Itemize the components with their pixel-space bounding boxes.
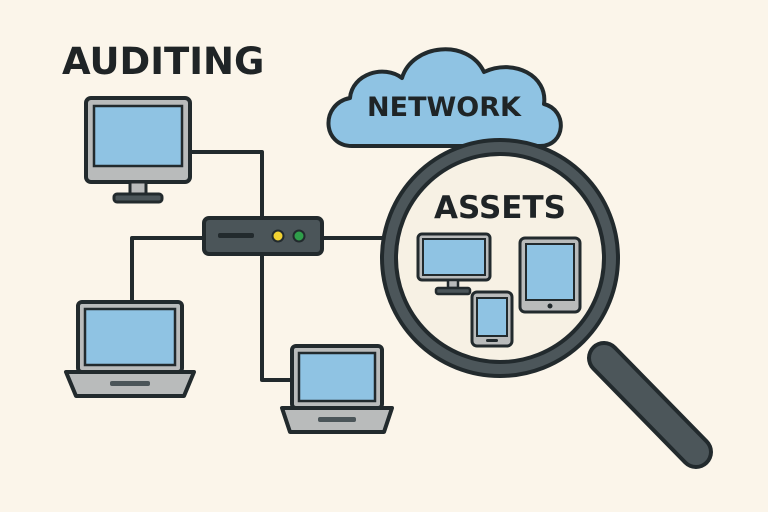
network-switch-icon [202,216,324,256]
tablet-icon [518,236,582,314]
title-text: AUDITING [62,40,264,83]
cloud-label: NETWORK [367,92,522,123]
network-cables [130,150,388,382]
phone-icon [470,290,514,348]
laptop-icon [64,300,196,398]
magnifying-glass-icon: ASSETS [380,138,713,469]
cloud-icon: NETWORK [326,47,563,148]
lens-label: ASSETS [434,190,566,226]
desktop-monitor-icon [84,96,192,204]
status-led-yellow [271,229,285,243]
cable-switch-to-laptop-left [130,236,206,304]
laptop-icon [280,344,394,434]
status-led-green [292,229,306,243]
cable-switch-to-laptop-bottom [260,252,294,382]
cable-desktop-to-switch [188,150,264,220]
desktop-monitor-icon [416,232,492,296]
